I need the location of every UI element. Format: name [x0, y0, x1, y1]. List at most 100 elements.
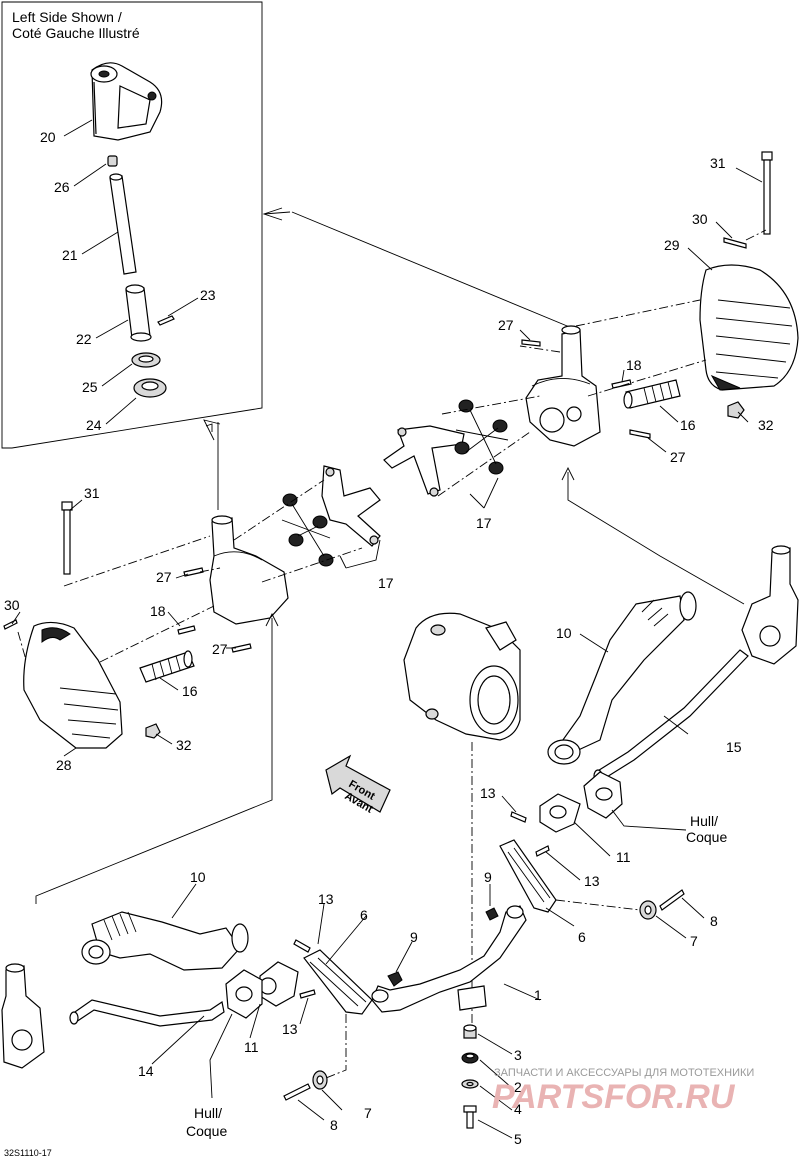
- part-8-bolt-right[interactable]: [659, 889, 685, 911]
- part-21-tube[interactable]: [109, 173, 137, 275]
- part-6-tie-rod-right[interactable]: [499, 839, 557, 913]
- hull-label-left-line2: Coque: [186, 1123, 227, 1139]
- hull-nozzle-housing: [403, 612, 521, 741]
- callout-6-right: 6: [578, 929, 586, 945]
- callout-17-left: 17: [378, 575, 394, 591]
- part-8-bolt-left[interactable]: [283, 1083, 311, 1101]
- hull-label-right-line2: Coque: [686, 829, 727, 845]
- front-arrow: Front Avant: [325, 754, 391, 816]
- callout-8-right: 8: [710, 913, 718, 929]
- part-steering-arm-right[interactable]: [525, 325, 601, 447]
- callout-28: 28: [56, 757, 72, 773]
- inset-title-line2: Coté Gauche Illustré: [12, 25, 140, 41]
- part-30-screw-right[interactable]: [723, 237, 747, 249]
- part-9-nut-right[interactable]: [485, 907, 499, 921]
- part-5-bolt[interactable]: [463, 1105, 477, 1129]
- callout-25: 25: [82, 379, 98, 395]
- callout-13-right-bottom: 13: [584, 873, 600, 889]
- callout-9-left: 9: [410, 929, 418, 945]
- part-arm-left-lower[interactable]: [1, 963, 45, 1069]
- reference-number: 32S1110-17: [4, 1148, 52, 1158]
- callout-7-left: 7: [364, 1105, 372, 1121]
- part-16-shaft-left[interactable]: [139, 650, 195, 683]
- callout-30-left: 30: [4, 597, 20, 613]
- part-18-pin-left[interactable]: [177, 625, 196, 635]
- callout-11-right: 11: [616, 849, 631, 865]
- part-9-nut-left[interactable]: [387, 971, 403, 987]
- callout-32-left: 32: [176, 737, 192, 753]
- part-14-tube-left[interactable]: [69, 999, 225, 1027]
- part-10-hose-left[interactable]: [81, 911, 249, 971]
- callout-32-right: 32: [758, 417, 774, 433]
- callout-27-left-bottom: 27: [212, 641, 228, 657]
- callout-29: 29: [664, 237, 680, 253]
- watermark-brand: PARTSFOR.RU: [492, 1078, 736, 1116]
- part-6-tie-rod-left[interactable]: [303, 949, 373, 1015]
- callout-18-right: 18: [626, 357, 642, 373]
- callout-15: 15: [726, 739, 742, 755]
- part-30-screw-left[interactable]: [3, 619, 18, 630]
- callout-27-left-top: 27: [156, 569, 172, 585]
- part-4-washer[interactable]: [461, 1079, 479, 1089]
- callout-13-right-top: 13: [480, 785, 496, 801]
- part-31-bolt-left[interactable]: [61, 501, 73, 575]
- watermark-tagline: ЗАПЧАСТИ И АКСЕССУАРЫ ДЛЯ МОТОТЕХНИКИ: [494, 1067, 754, 1079]
- callout-2: 2: [514, 1079, 522, 1095]
- part-13-screw-right-top[interactable]: [510, 811, 527, 823]
- part-13-screw-left-top[interactable]: [293, 939, 311, 953]
- part-7-washer-left[interactable]: [312, 1070, 328, 1090]
- part-27-bolt-left-bottom[interactable]: [231, 643, 252, 653]
- part-2-bushing[interactable]: [461, 1052, 479, 1064]
- part-24-nut[interactable]: [133, 378, 167, 398]
- part-10-hose-right[interactable]: [547, 591, 697, 765]
- callout-26: 26: [54, 179, 70, 195]
- callout-31-left: 31: [84, 485, 100, 501]
- callout-7-right: 7: [690, 933, 698, 949]
- part-22-bushing[interactable]: [125, 284, 152, 342]
- callout-31-right: 31: [710, 155, 726, 171]
- callout-27-right-bottom: 27: [670, 449, 686, 465]
- callout-1: 1: [534, 987, 542, 1003]
- part-23-pin[interactable]: [157, 315, 175, 326]
- callout-21: 21: [62, 247, 78, 263]
- callout-4: 4: [514, 1101, 522, 1117]
- callout-22: 22: [76, 331, 92, 347]
- callout-10-right: 10: [556, 625, 572, 641]
- part-16-shaft-right[interactable]: [623, 379, 681, 409]
- part-26-fitting[interactable]: [107, 155, 118, 167]
- part-28-cover-left[interactable]: [23, 621, 123, 749]
- part-18-pin-right[interactable]: [611, 379, 632, 389]
- part-3-spacer[interactable]: [463, 1024, 477, 1039]
- part-29-cover-right[interactable]: [699, 264, 799, 391]
- callout-3: 3: [514, 1047, 522, 1063]
- part-17-link-left[interactable]: [281, 465, 381, 567]
- callout-30-right: 30: [692, 211, 708, 227]
- part-31-bolt-right[interactable]: [761, 151, 773, 235]
- callout-6-left: 6: [360, 907, 368, 923]
- callout-13-left-bottom: 13: [282, 1021, 298, 1037]
- part-13-screw-right-bottom[interactable]: [535, 845, 550, 857]
- part-arm-right-lower[interactable]: [741, 545, 799, 665]
- callout-10-left: 10: [190, 869, 206, 885]
- hull-label-right-line1: Hull/: [690, 813, 718, 829]
- part-13-screw-left-bottom[interactable]: [299, 989, 316, 999]
- inset-panel: Left Side Shown / Coté Gauche Illustré: [1, 1, 263, 449]
- part-11-flange-left[interactable]: [225, 961, 299, 1019]
- part-17-link-right[interactable]: [383, 399, 509, 497]
- part-1-link-bar[interactable]: [371, 905, 527, 1013]
- part-25-seal[interactable]: [131, 352, 161, 368]
- part-steering-arm-left[interactable]: [209, 515, 289, 625]
- part-27-bolt-right-top[interactable]: [521, 339, 541, 347]
- part-27-bolt-right-bottom[interactable]: [629, 429, 651, 439]
- callout-27-right-top: 27: [498, 317, 514, 333]
- part-7-washer-right[interactable]: [639, 900, 657, 920]
- inset-title-line1: Left Side Shown /: [12, 9, 122, 25]
- callout-16-right: 16: [680, 417, 696, 433]
- hull-label-left-line1: Hull/: [194, 1105, 222, 1121]
- callout-16-left: 16: [182, 683, 198, 699]
- part-32-nut-left[interactable]: [145, 723, 161, 739]
- part-11-flange-right[interactable]: [539, 771, 623, 833]
- callout-11-left: 11: [244, 1039, 259, 1055]
- part-20-housing[interactable]: [90, 62, 163, 141]
